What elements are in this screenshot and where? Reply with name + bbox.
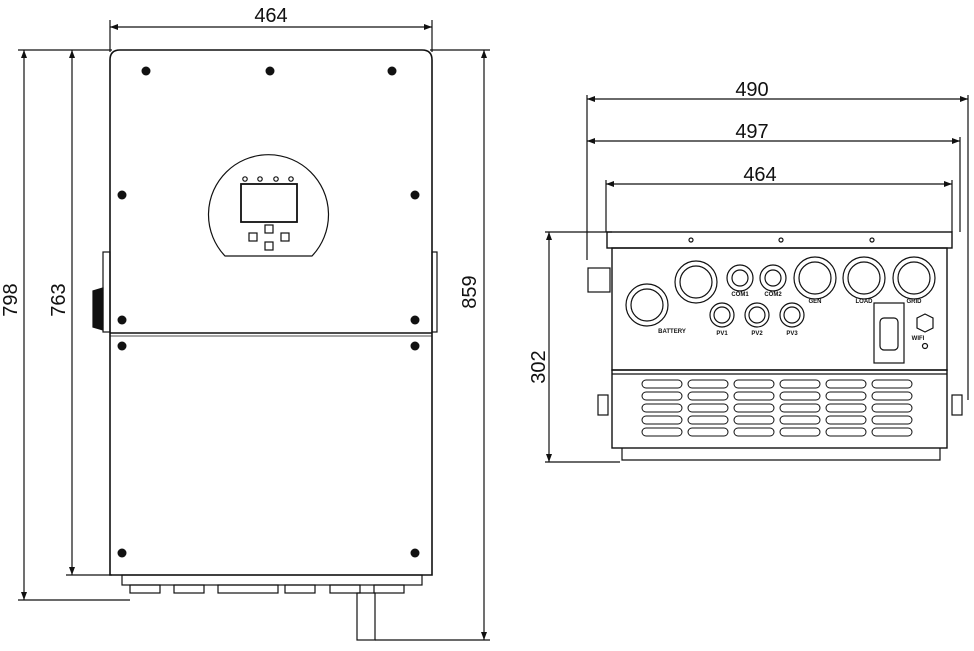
bottom-width-label-464: 464 xyxy=(743,164,776,186)
vent-grille xyxy=(641,379,913,437)
bottom-width-label-490: 490 xyxy=(735,79,768,101)
front-height-dimensions xyxy=(18,49,130,601)
port-label-battery: BATTERY xyxy=(658,329,686,335)
inverter-bottom-body xyxy=(587,231,963,461)
front-width-dimension xyxy=(109,20,433,52)
port-label-pv3: PV3 xyxy=(786,331,798,337)
front-width-label: 464 xyxy=(254,5,287,27)
bottom-width-label-497: 497 xyxy=(735,121,768,143)
display-panel xyxy=(207,154,330,257)
port-label-grid: GRID xyxy=(907,299,923,305)
bottom-ports xyxy=(625,256,936,364)
front-cable-height-label: 859 xyxy=(459,275,481,308)
port-label-gen: GEN xyxy=(808,299,821,305)
port-label-com2: COM2 xyxy=(764,292,782,298)
screw-heads xyxy=(117,66,420,558)
front-height-inner-label: 763 xyxy=(48,283,70,316)
port-label-pv2: PV2 xyxy=(751,331,763,337)
dimension-arrows xyxy=(21,24,968,640)
front-cable-glands xyxy=(121,574,423,641)
inverter-front-body xyxy=(92,49,438,576)
port-label-wifi: WIFI xyxy=(912,336,925,342)
port-label-load: LOAD xyxy=(856,299,874,305)
port-label-com1: COM1 xyxy=(731,292,749,298)
port-label-pv1: PV1 xyxy=(716,331,728,337)
bottom-depth-dimension xyxy=(545,231,620,463)
front-height-outer-label: 798 xyxy=(0,283,22,316)
front-cable-height-dimension xyxy=(375,49,490,641)
bottom-depth-label: 302 xyxy=(528,350,550,383)
